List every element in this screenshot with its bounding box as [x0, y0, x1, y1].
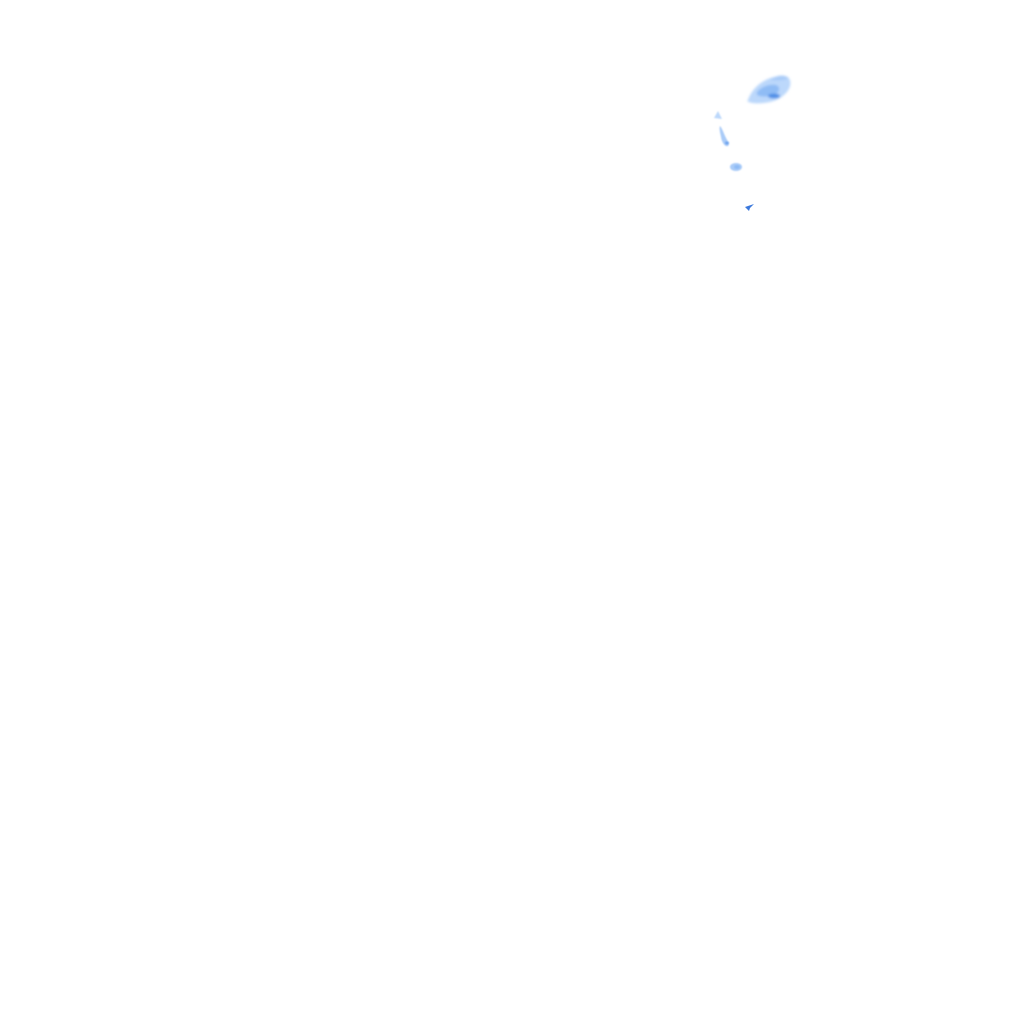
large-blue-splash	[747, 75, 791, 104]
round-droplet	[730, 163, 742, 171]
tiny-arrow-fleck	[745, 204, 754, 211]
small-triangle-fleck	[714, 111, 722, 119]
vertical-drip-stroke	[719, 126, 729, 147]
